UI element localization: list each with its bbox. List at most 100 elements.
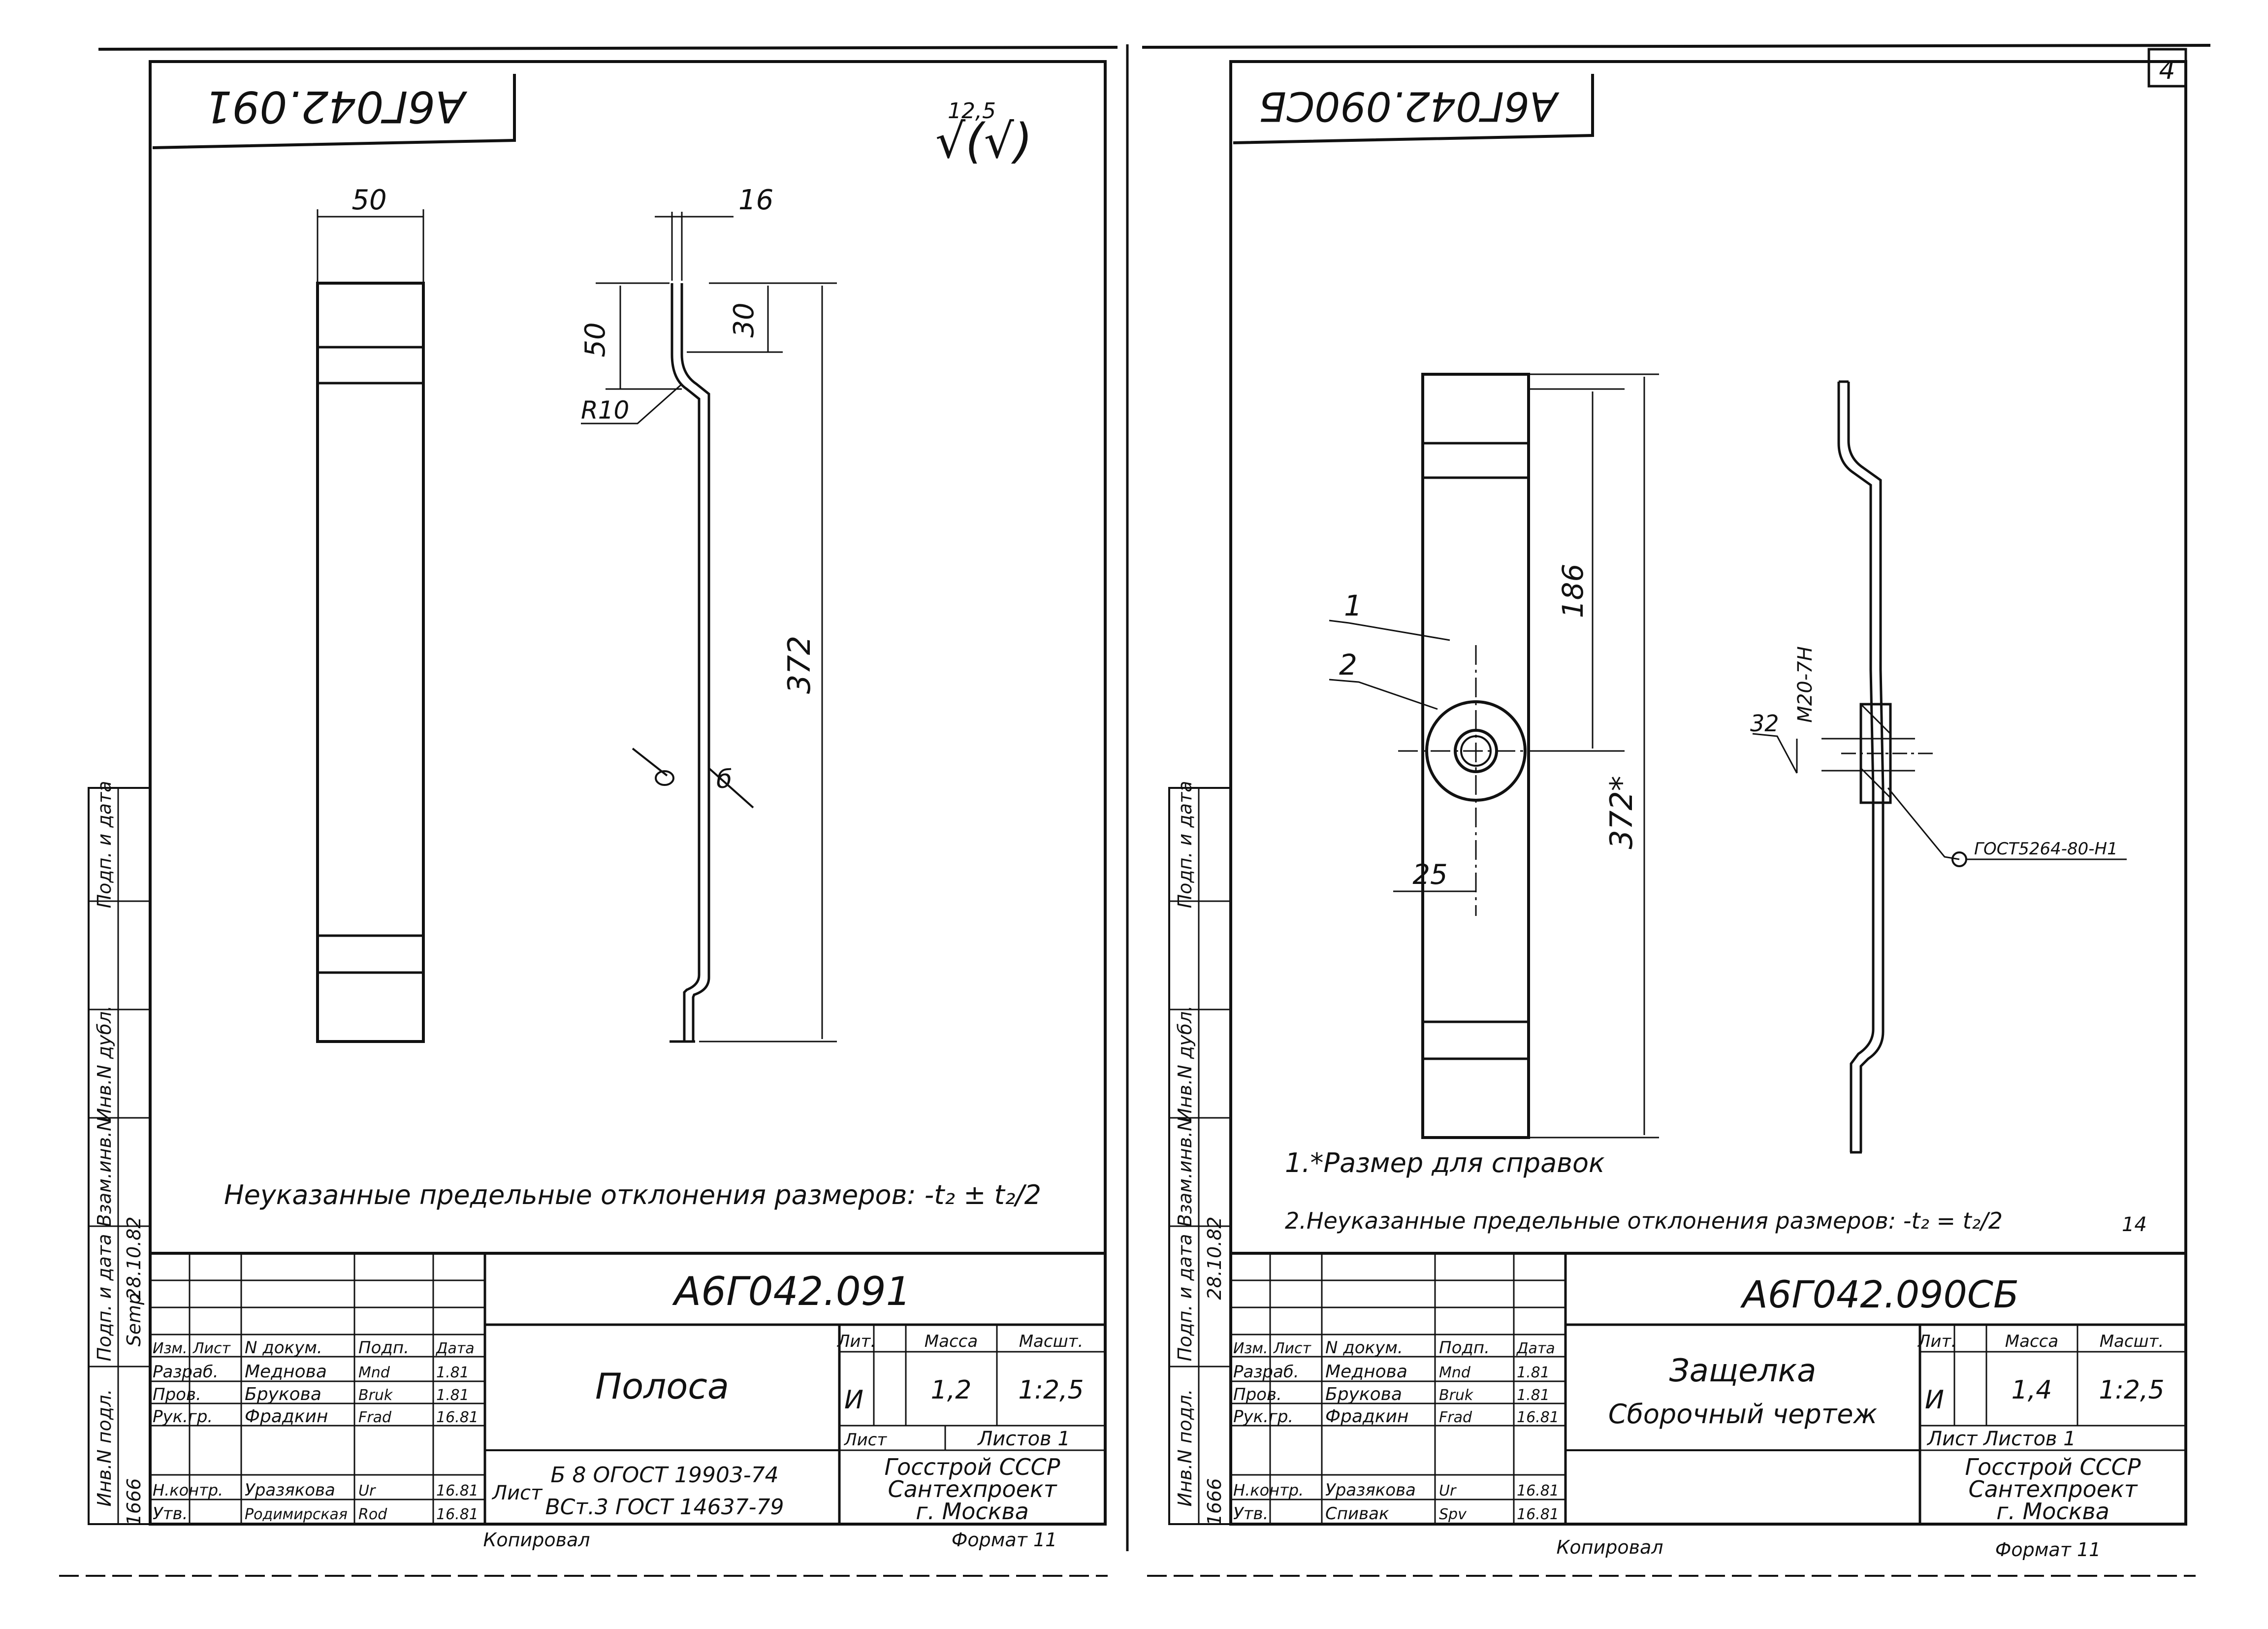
right-sheet: А6Г042.090СБ 4 1 2 186 <box>1168 48 2187 1561</box>
svg-text:Б 8 ОГОСТ 19903-74: Б 8 ОГОСТ 19903-74 <box>550 1463 778 1488</box>
svg-text:Госстрой СССР: Госстрой СССР <box>884 1454 1060 1480</box>
dim-offset: 186 <box>1556 564 1590 619</box>
svg-text:16.81: 16.81 <box>436 1482 479 1499</box>
dim-length: 372 <box>781 636 817 694</box>
svg-text:1:2,5: 1:2,5 <box>2099 1375 2164 1405</box>
svg-text:Лист Листов 1: Лист Листов 1 <box>1926 1428 2076 1450</box>
right-title-block: Изм. Лист N докум. Подп. Дата Разраб. Ме… <box>1229 1252 2187 1526</box>
svg-text:Формат 11: Формат 11 <box>952 1529 1057 1551</box>
svg-text:Разраб.: Разраб. <box>1233 1362 1299 1382</box>
svg-text:Листов 1: Листов 1 <box>977 1428 1070 1450</box>
svg-text:Меднова: Меднова <box>245 1362 327 1382</box>
strip-front-view: 50 <box>316 184 425 1043</box>
dim-length-ref: 372* <box>1603 776 1639 849</box>
left-title-block: Изм. Лист N докум. Подп. Дата Разраб. Ме… <box>149 1252 1107 1526</box>
svg-text:Сантехпроект: Сантехпроект <box>888 1476 1057 1502</box>
svg-text:1,4: 1,4 <box>2012 1375 2052 1405</box>
right-stamp: А6Г042.090СБ <box>1233 74 1594 144</box>
right-part-name: Защелка <box>1669 1353 1817 1389</box>
svg-text:И: И <box>1925 1385 1944 1415</box>
svg-text:Госстрой СССР: Госстрой СССР <box>1965 1454 2140 1480</box>
svg-text:Копировал: Копировал <box>1556 1536 1663 1558</box>
svg-text:Подп.: Подп. <box>358 1338 409 1358</box>
svg-text:Рук.гр.: Рук.гр. <box>153 1407 213 1427</box>
svg-text:16.81: 16.81 <box>436 1506 479 1523</box>
svg-text:Инв.N дубл.: Инв.N дубл. <box>1174 1006 1196 1122</box>
latch-front-view: 1 2 186 372* 25 <box>1329 373 1659 1139</box>
svg-text:Пров.: Пров. <box>153 1385 201 1404</box>
svg-text:Сантехпроект: Сантехпроект <box>1968 1476 2138 1502</box>
svg-text:Лист: Лист <box>491 1482 543 1504</box>
svg-text:Спивак: Спивак <box>1325 1504 1389 1524</box>
svg-text:Изм.: Изм. <box>153 1340 188 1357</box>
dim-radius: R10 <box>581 396 629 424</box>
svg-text:Брукова: Брукова <box>245 1384 321 1404</box>
leader-2: 2 <box>1339 648 1357 682</box>
svg-text:1:2,5: 1:2,5 <box>1018 1375 1084 1405</box>
svg-text:Дата: Дата <box>1516 1340 1555 1357</box>
svg-text:1666: 1666 <box>123 1478 145 1526</box>
svg-text:Фрадкин: Фрадкин <box>245 1406 328 1427</box>
svg-text:Н.контр.: Н.контр. <box>1233 1481 1304 1499</box>
latch-side-view: 32 M20-7H ГОСТ5264-80-Н1 <box>1750 380 2127 1154</box>
left-stamp-number: А6Г042.091 <box>204 81 467 132</box>
svg-text:г. Москва: г. Москва <box>916 1498 1029 1525</box>
svg-text:Подп. и дата: Подп. и дата <box>1174 781 1196 909</box>
dim-bend-offset: 50 <box>579 322 611 357</box>
dim-thread: M20-7H <box>1794 646 1817 722</box>
svg-text:Frad: Frad <box>358 1409 392 1426</box>
svg-text:1.81: 1.81 <box>1517 1364 1550 1381</box>
svg-text:Взам.инв.N: Взам.инв.N <box>1174 1117 1196 1227</box>
svg-text:Дата: Дата <box>435 1340 475 1357</box>
svg-text:Масса: Масса <box>2005 1332 2058 1351</box>
svg-text:Инв.N подл.: Инв.N подл. <box>94 1389 115 1507</box>
svg-text:Утв.: Утв. <box>153 1504 188 1524</box>
svg-text:Ur: Ur <box>358 1482 376 1499</box>
left-part-name: Полоса <box>595 1366 729 1407</box>
svg-text:Взам.инв.N: Взам.инв.N <box>94 1117 115 1227</box>
left-tolerance-note: Неуказанные предельные отклонения размер… <box>224 1179 1041 1210</box>
svg-text:Масшт.: Масшт. <box>2100 1332 2164 1351</box>
cut-label: б <box>716 765 732 794</box>
svg-text:Инв.N дубл.: Инв.N дубл. <box>94 1006 115 1122</box>
svg-text:Лист: Лист <box>843 1430 887 1450</box>
svg-text:Рук.гр.: Рук.гр. <box>1233 1407 1293 1427</box>
right-drawing-type: Сборочный чертеж <box>1608 1399 1878 1430</box>
svg-text:Лит.: Лит. <box>1917 1332 1956 1351</box>
roughness-check-icon: √(√) <box>935 114 1032 169</box>
svg-text:Формат 11: Формат 11 <box>1995 1539 2101 1561</box>
dim-thickness: 16 <box>738 184 773 216</box>
svg-text:Подп. и дата: Подп. и дата <box>94 1234 115 1362</box>
strip-side-view: 16 50 30 R10 372 б <box>579 184 837 1043</box>
svg-text:1,2: 1,2 <box>931 1375 972 1405</box>
dim-bend-length: 30 <box>728 302 760 337</box>
svg-text:Масшт.: Масшт. <box>1019 1332 1084 1351</box>
svg-text:Frad: Frad <box>1439 1409 1472 1426</box>
svg-text:Копировал: Копировал <box>483 1529 590 1551</box>
left-sheet: А6Г042.091 12,5 √(√) 50 <box>88 60 1107 1551</box>
svg-text:16.81: 16.81 <box>1517 1506 1559 1523</box>
left-doc-number: А6Г042.091 <box>671 1269 911 1314</box>
left-stamp: А6Г042.091 <box>152 74 516 149</box>
svg-text:И: И <box>844 1385 863 1415</box>
svg-text:Уразякова: Уразякова <box>245 1480 335 1500</box>
roughness-symbol: 12,5 √(√) <box>935 98 1032 169</box>
svg-text:Утв.: Утв. <box>1233 1504 1268 1524</box>
svg-text:16.81: 16.81 <box>436 1409 479 1426</box>
svg-text:Rod: Rod <box>358 1506 387 1523</box>
dim-width-small: 25 <box>1412 859 1447 891</box>
svg-text:Меднова: Меднова <box>1325 1362 1407 1382</box>
right-side-strip: Инв.N подл. Подп. и дата Взам.инв.N Инв.… <box>1168 781 1232 1526</box>
svg-text:Уразякова: Уразякова <box>1325 1480 1416 1500</box>
svg-text:Лист: Лист <box>192 1340 231 1357</box>
svg-text:Инв.N подл.: Инв.N подл. <box>1174 1389 1196 1507</box>
dim-width: 50 <box>351 184 386 216</box>
svg-text:Разраб.: Разраб. <box>153 1362 219 1382</box>
svg-text:16.81: 16.81 <box>1517 1409 1559 1426</box>
svg-text:14: 14 <box>2122 1213 2147 1236</box>
svg-text:ВСт.3 ГОСТ 14637-79: ВСт.3 ГОСТ 14637-79 <box>545 1495 784 1520</box>
svg-text:Mnd: Mnd <box>358 1364 390 1381</box>
svg-text:Ur: Ur <box>1439 1482 1457 1499</box>
svg-text:Масса: Масса <box>925 1332 978 1351</box>
